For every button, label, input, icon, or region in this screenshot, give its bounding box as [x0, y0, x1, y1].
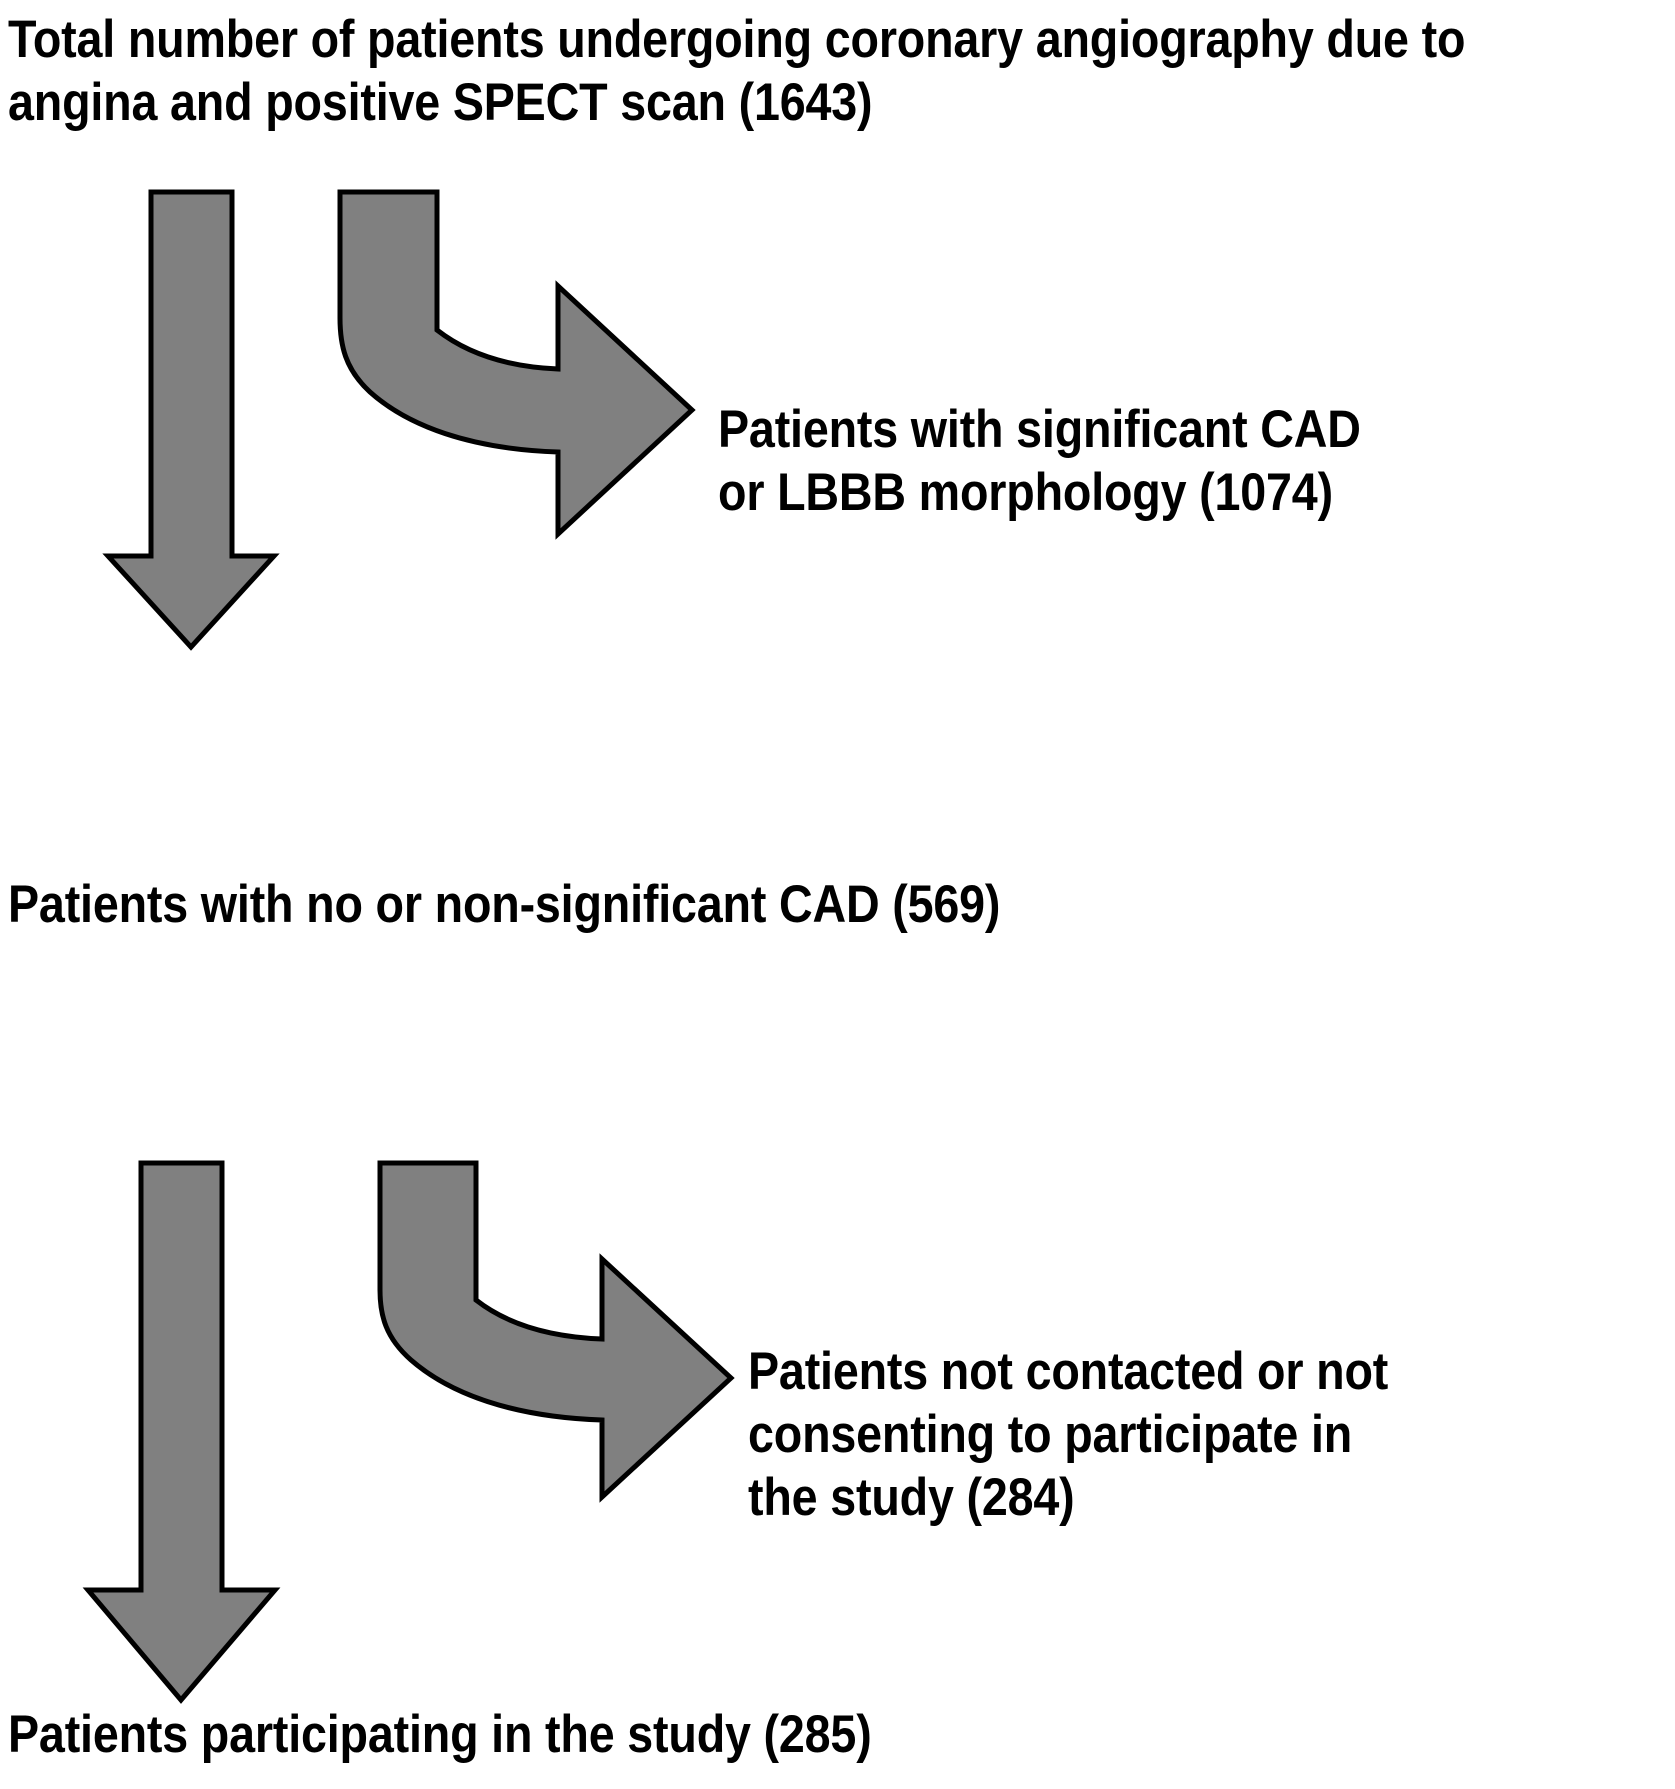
- curved-right-arrow-icon-1: [337, 189, 696, 540]
- node-not-contacted-line-3: the study (284): [748, 1468, 1075, 1527]
- node-not-contacted-or-not-consenting: Patients not contacted or not consenting…: [748, 1340, 1388, 1529]
- node-significant-cad-line-2: or LBBB morphology (1074): [718, 463, 1333, 522]
- node-no-cad-line-1: Patients with no or non-significant CAD …: [8, 875, 1001, 934]
- node-not-contacted-line-1: Patients not contacted or not: [748, 1342, 1389, 1401]
- node-total-line-1: Total number of patients undergoing coro…: [8, 10, 1466, 69]
- node-participating-in-study: Patients participating in the study (285…: [8, 1703, 872, 1766]
- down-arrow-icon-2: [82, 1160, 281, 1704]
- node-significant-cad-line-1: Patients with significant CAD: [718, 400, 1361, 459]
- node-not-contacted-line-2: consenting to participate in: [748, 1405, 1353, 1464]
- node-participating-line-1: Patients participating in the study (285…: [8, 1705, 872, 1764]
- node-total-patients: Total number of patients undergoing coro…: [8, 8, 1465, 134]
- node-no-or-nonsignificant-cad: Patients with no or non-significant CAD …: [8, 873, 1000, 936]
- node-total-line-2: angina and positive SPECT scan (1643): [8, 73, 873, 132]
- down-arrow-icon-1: [102, 189, 280, 651]
- curved-right-arrow-icon-2: [377, 1160, 735, 1503]
- node-significant-cad: Patients with significant CAD or LBBB mo…: [718, 398, 1361, 524]
